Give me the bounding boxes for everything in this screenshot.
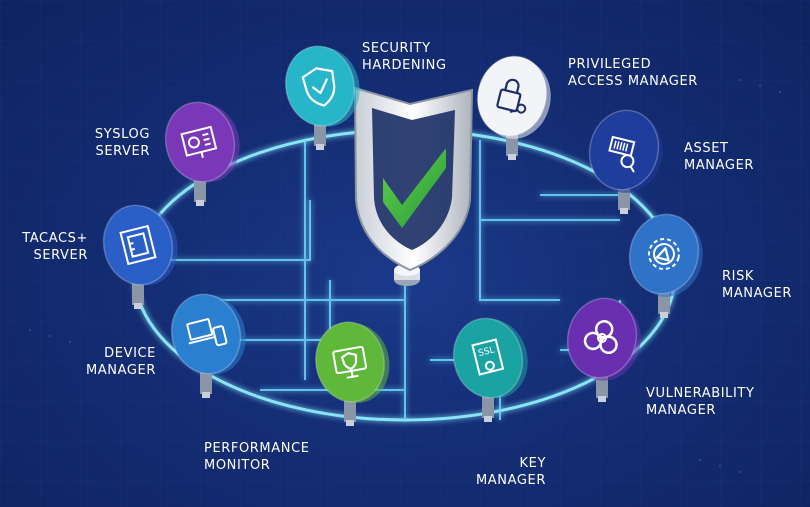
pin-asset-manager: [588, 109, 663, 214]
biohazard-icon: [583, 320, 618, 355]
pin-security-hardening: [284, 45, 360, 150]
chart-presentation-icon: [180, 125, 218, 159]
pin-tacacs-server: [102, 204, 178, 309]
pin-device-manager: [170, 293, 246, 398]
pin-syslog-server: [164, 101, 240, 206]
padlock-key-icon: [496, 78, 527, 114]
barcode-search-icon: [608, 135, 636, 173]
pin-key-manager: SSL: [452, 317, 528, 422]
pin-risk-manager: [628, 213, 703, 318]
pin-stem: [314, 120, 326, 150]
main-shield-icon: [353, 86, 474, 272]
label-tacacs-server: TACACS+SERVER: [22, 231, 88, 263]
background-dots: [28, 78, 782, 474]
svg-text:SSL: SSL: [477, 345, 495, 359]
shield-check-icon: [301, 67, 336, 107]
pin-stem: [200, 368, 212, 398]
server-rack-icon: [119, 224, 157, 266]
pin-stem: [482, 392, 494, 422]
pin-performance-monitor: [315, 321, 390, 426]
monitor-shield-icon: [332, 345, 368, 379]
pin-stem: [132, 279, 144, 309]
gear-warning-icon: [648, 238, 680, 270]
pin-privileged-access-manager: [476, 55, 551, 160]
pin-vulnerability-manager: [566, 297, 641, 402]
pin-stem: [194, 176, 206, 206]
laptop-phone-icon: [186, 318, 228, 347]
ssl-certificate-icon: SSL: [471, 338, 505, 376]
